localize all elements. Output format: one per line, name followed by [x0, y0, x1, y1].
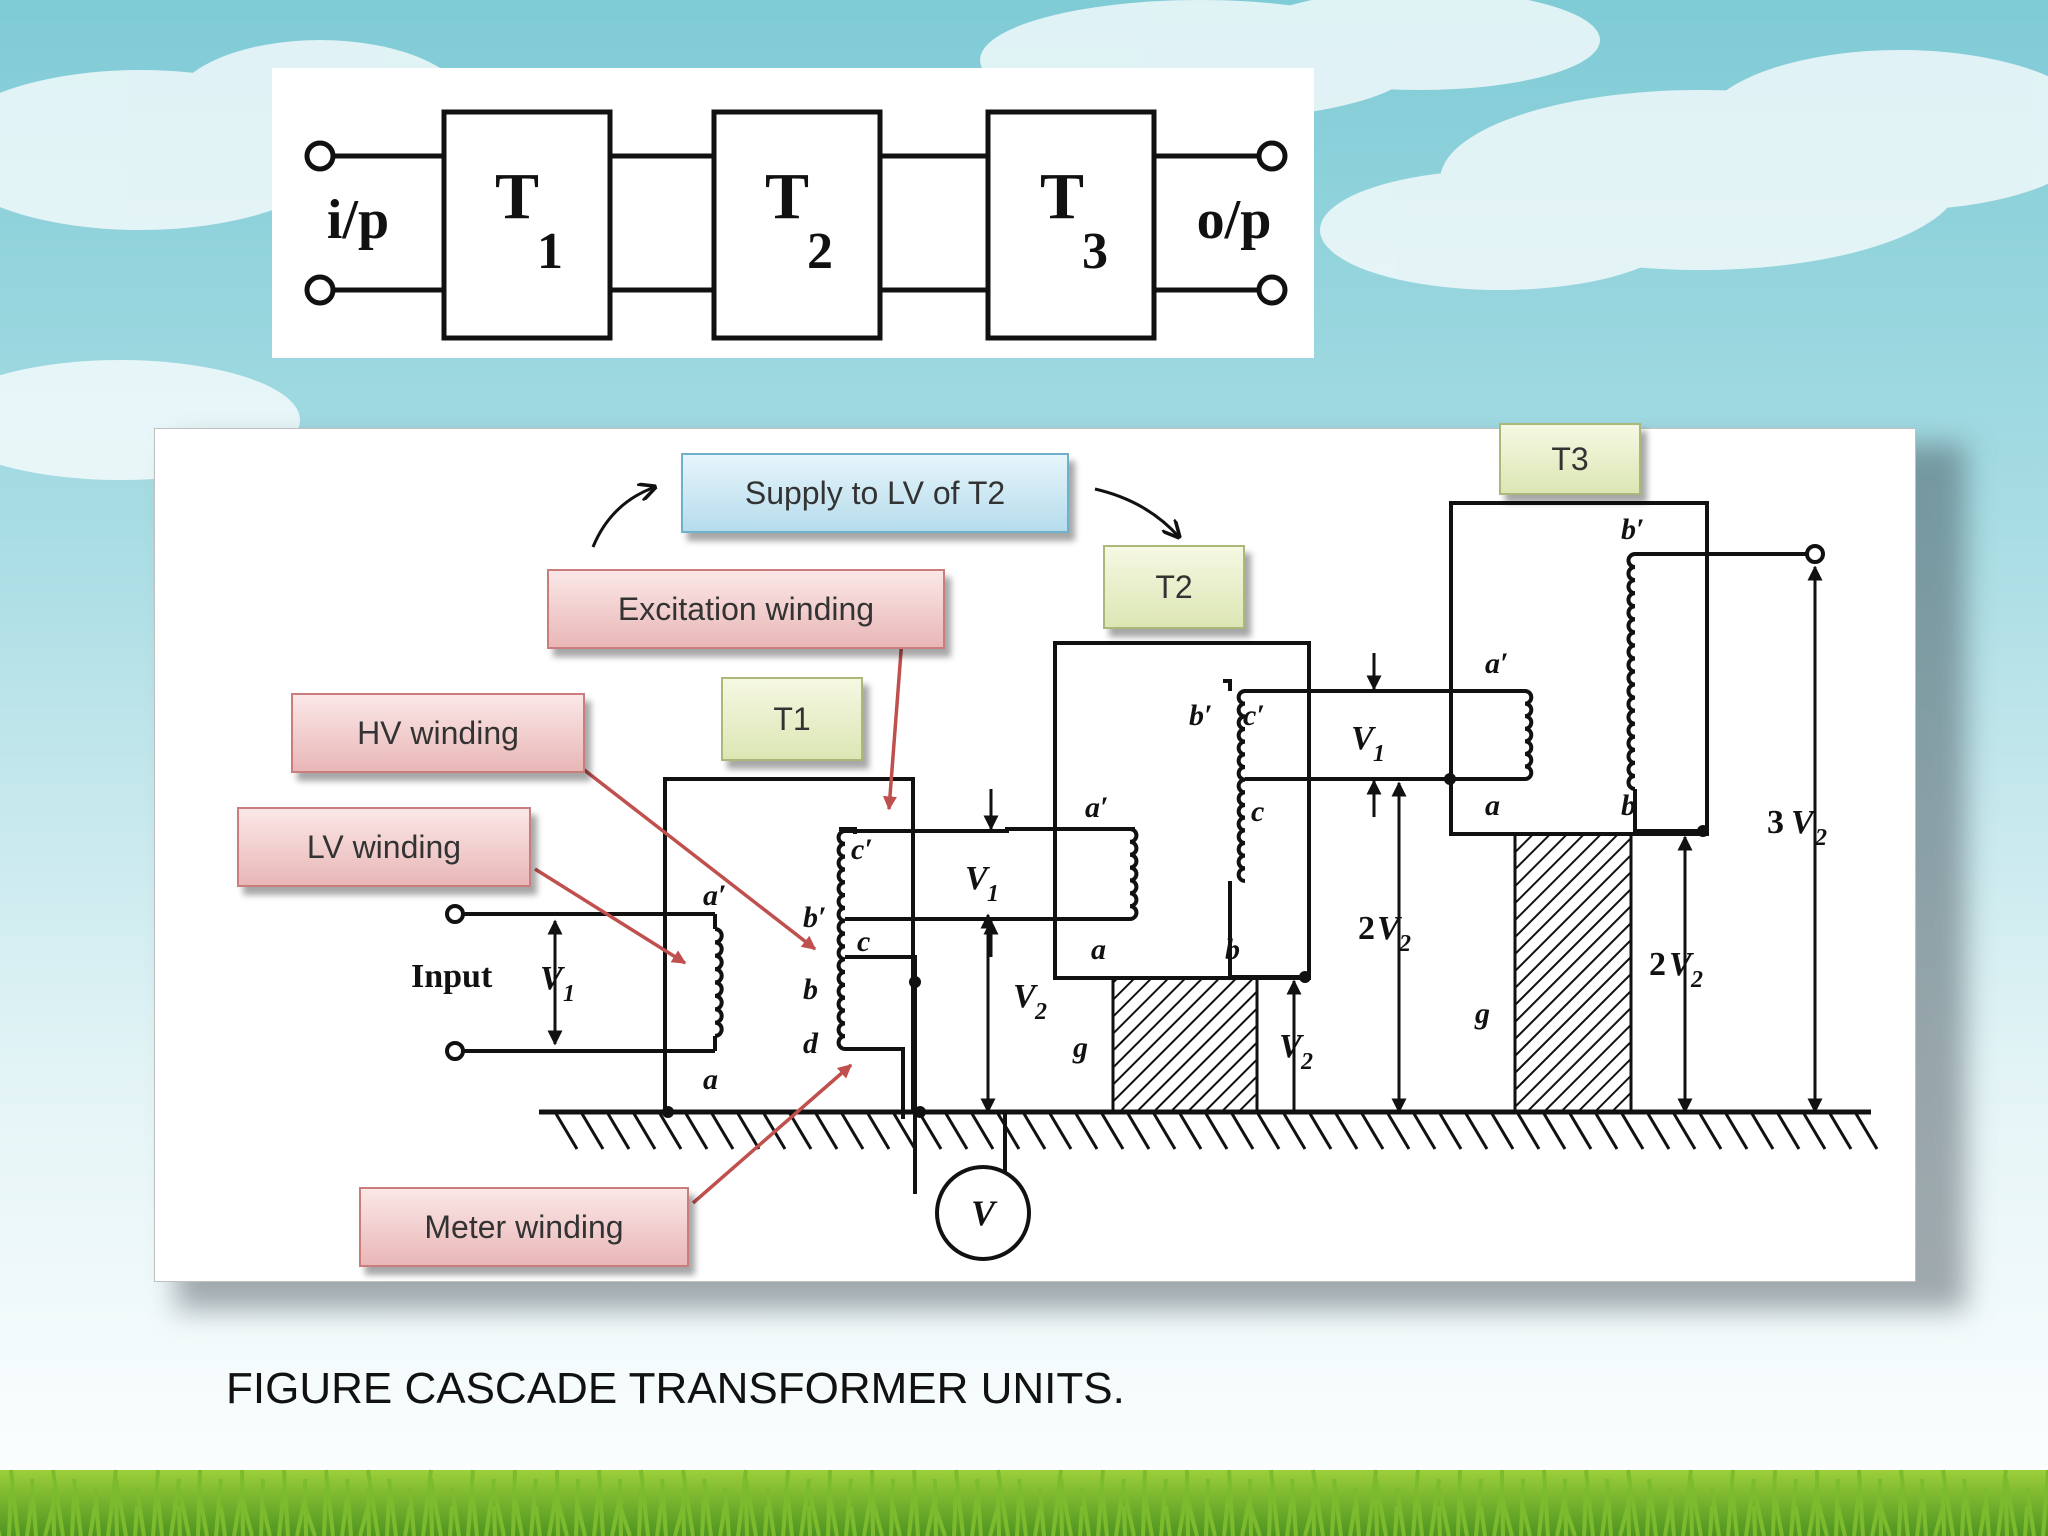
hv-callout: HV winding — [291, 693, 585, 773]
t1-b-prime: b′ — [803, 901, 826, 934]
meter-callout: Meter winding — [359, 1187, 689, 1267]
t1-a: a — [703, 1063, 718, 1096]
v1-t2-t3-sub: 1 — [1373, 741, 1385, 767]
v2-meter-label: V — [1013, 978, 1038, 1015]
t1-c-prime: c′ — [851, 833, 873, 866]
three-v2-coef: 3 — [1767, 804, 1784, 841]
t3-g: g — [1474, 997, 1490, 1030]
t2-b-prime: b′ — [1189, 699, 1212, 732]
v2-t2-sub: 2 — [1300, 1049, 1313, 1075]
three-v2-sub: 2 — [1814, 825, 1827, 851]
input-terminal-top — [304, 140, 336, 172]
windings — [714, 552, 1636, 1052]
ground — [539, 1109, 1879, 1150]
two-v2-left-label: V — [1377, 910, 1402, 947]
supply-callout: Supply to LV of T2 — [681, 453, 1069, 533]
two-v2-right-sub: 2 — [1690, 967, 1703, 993]
transformer-t2-tank — [1053, 641, 1311, 980]
block-t2-label: T — [765, 160, 809, 233]
output-terminal-bottom — [1256, 274, 1288, 306]
insulator-t2 — [1111, 976, 1259, 1114]
hv-output-terminal — [1805, 544, 1825, 564]
t1-d: d — [803, 1027, 819, 1060]
block-diagram: i/p o/p T 1 T 2 T 3 — [272, 68, 1314, 358]
v2-t2-label: V — [1279, 1028, 1304, 1065]
v1-input-label: V — [540, 960, 565, 997]
t2-callout: T2 — [1103, 545, 1245, 629]
block-diagram-drawing: i/p o/p T 1 T 2 T 3 — [304, 109, 1288, 341]
block-t1-subscript: 1 — [537, 223, 563, 280]
input-label: Input — [411, 958, 493, 995]
lv-pointer — [534, 867, 687, 965]
v1-t1-t2-sub: 1 — [987, 881, 999, 907]
output-terminal-top — [1256, 140, 1288, 172]
block-t3-label: T — [1040, 160, 1084, 233]
clouds — [0, 0, 2048, 480]
t2-c-prime: c′ — [1243, 699, 1265, 732]
input-terminal-bottom — [445, 1041, 465, 1061]
t3-lv-coil — [1524, 688, 1534, 782]
hv-pointer — [581, 767, 817, 951]
t2-lv-coil — [1129, 826, 1139, 922]
t3-callout: T3 — [1499, 423, 1641, 495]
meter-pointer — [691, 1063, 853, 1205]
voltmeter — [935, 1165, 1031, 1261]
supply-arrow-right — [1094, 487, 1179, 537]
t3-b-prime: b′ — [1621, 513, 1644, 546]
grass-blades — [0, 1469, 2048, 1536]
three-v2-label: V — [1791, 804, 1816, 841]
two-v2-right-label: V — [1669, 946, 1694, 983]
lv-callout: LV winding — [237, 807, 531, 887]
input-terminal-bottom — [304, 274, 336, 306]
input-terminal-top — [445, 904, 465, 924]
input-port-label: i/p — [327, 189, 389, 251]
transformer-t3-tank — [1449, 501, 1709, 836]
t3-a: a — [1485, 789, 1500, 822]
t3-a-prime: a′ — [1485, 647, 1508, 680]
circuit-drawing: V Input V 1 a′ a b′ b c′ — [411, 429, 1879, 1261]
t2-c: c — [1251, 795, 1264, 828]
block-t3-subscript: 3 — [1082, 223, 1108, 280]
v2-meter-sub: 2 — [1034, 999, 1047, 1025]
t2-hv-coil — [1236, 689, 1246, 883]
t2-b: b — [1225, 933, 1240, 966]
two-v2-right-coef: 2 — [1649, 946, 1666, 983]
t1-b: b — [803, 973, 818, 1006]
cascade-circuit-diagram: V Input V 1 a′ a b′ b c′ — [154, 423, 1916, 1282]
t1-callout: T1 — [721, 677, 863, 761]
voltmeter-label: V — [971, 1193, 998, 1233]
t3-hv-coil — [1626, 552, 1636, 791]
block-t1-label: T — [495, 160, 539, 233]
v1-t2-t3-label: V — [1351, 720, 1376, 757]
transformer-t1-tank — [663, 777, 915, 1114]
output-port-label: o/p — [1197, 189, 1272, 251]
v1-input-sub: 1 — [563, 981, 575, 1007]
two-v2-left-coef: 2 — [1358, 910, 1375, 947]
block-t2-subscript: 2 — [807, 223, 833, 280]
t1-c: c — [857, 925, 870, 958]
t1-a-prime: a′ — [703, 879, 726, 912]
t3-b: b — [1621, 789, 1636, 822]
v1-t1-t2-label: V — [965, 860, 990, 897]
supply-arrow-left — [591, 487, 655, 548]
two-v2-left-sub: 2 — [1398, 931, 1411, 957]
t2-a-prime: a′ — [1085, 791, 1108, 824]
excitation-callout: Excitation winding — [547, 569, 945, 649]
t1-lv-coil — [714, 927, 724, 1038]
insulator-t3 — [1513, 832, 1633, 1114]
t2-g: g — [1072, 1031, 1088, 1064]
t2-a: a — [1091, 933, 1106, 966]
figure-caption: FIGURE CASCADE TRANSFORMER UNITS. — [226, 1364, 1125, 1413]
t1-hv-coil — [836, 829, 846, 1052]
